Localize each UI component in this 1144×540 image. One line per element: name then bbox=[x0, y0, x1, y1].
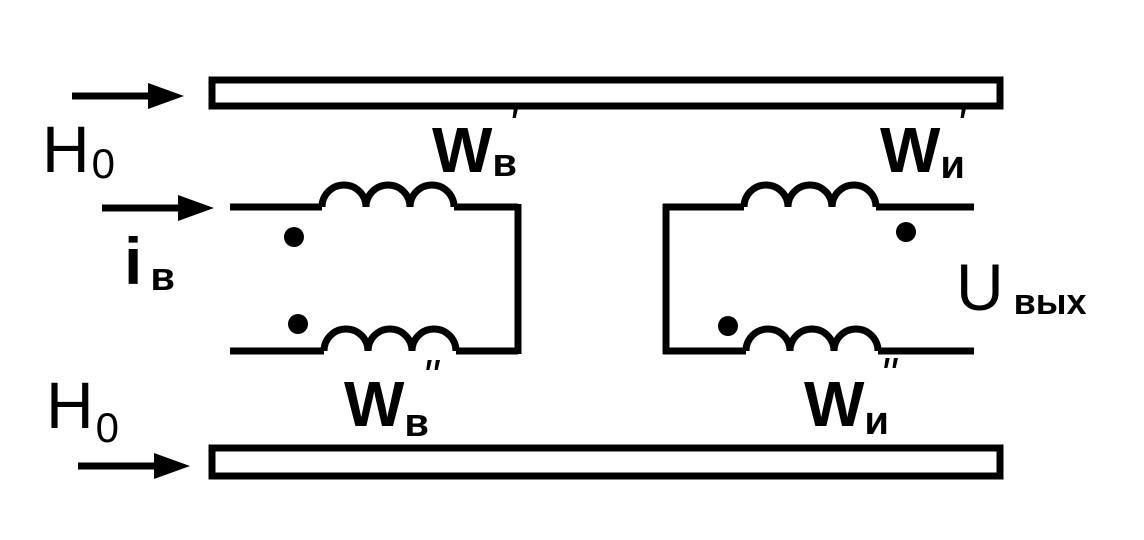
label-h0-top: H0 bbox=[42, 112, 115, 187]
polarity-dot-wi-double-prime bbox=[718, 316, 738, 336]
label-w-v-double-prime: Wв bbox=[344, 368, 429, 445]
label-w-v-double-prime-mark: ʺ bbox=[422, 350, 441, 402]
coil-wi-double-prime bbox=[742, 325, 882, 352]
label-w-i-prime-mark: ʹ bbox=[956, 98, 967, 150]
arrow-h0-bottom bbox=[78, 453, 190, 479]
core-bar-top bbox=[208, 76, 1004, 110]
coil-wv-double-prime bbox=[320, 325, 460, 352]
coil-wv-prime bbox=[318, 181, 458, 208]
coil-wi-prime bbox=[740, 181, 880, 208]
excitation-circuit bbox=[230, 181, 522, 355]
label-w-i-prime: Wи bbox=[880, 114, 965, 187]
arrow-i-excitation bbox=[102, 195, 214, 221]
output-circuit bbox=[662, 181, 974, 355]
core-bar-bottom bbox=[208, 444, 1004, 480]
label-w-v-prime-mark: ʹ bbox=[508, 98, 519, 150]
polarity-dot-wv-prime bbox=[284, 227, 304, 247]
polarity-dot-wv-double-prime bbox=[288, 314, 308, 334]
polarity-dot-wi-prime bbox=[896, 222, 916, 242]
label-w-i-double-prime: Wи bbox=[804, 368, 889, 443]
label-h0-bottom: H0 bbox=[46, 368, 119, 451]
label-w-v-prime: Wв bbox=[432, 114, 517, 186]
arrow-h0-top bbox=[72, 83, 184, 109]
label-w-i-double-prime-mark: ʺ bbox=[880, 348, 899, 400]
